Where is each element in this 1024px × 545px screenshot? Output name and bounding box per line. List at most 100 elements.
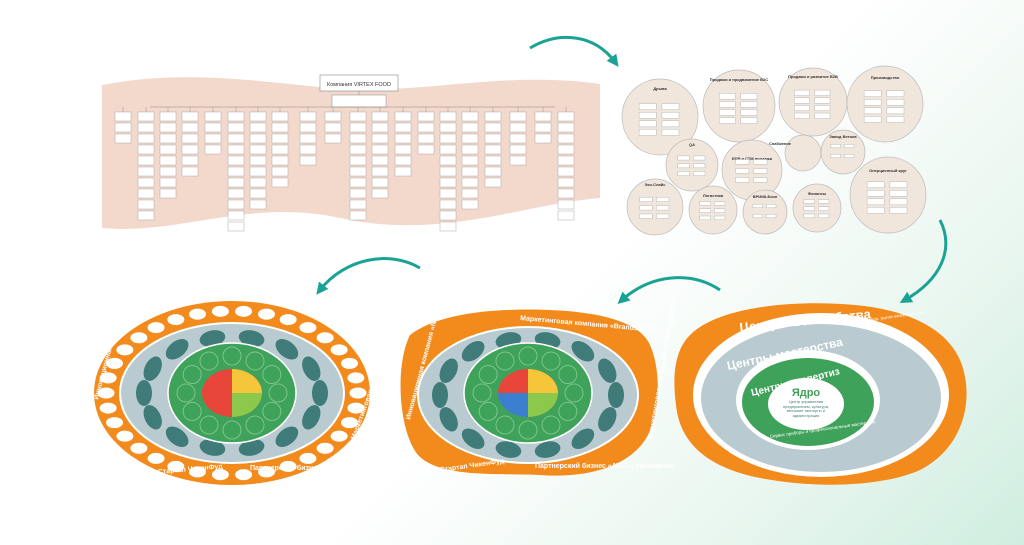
org-box [439,199,457,210]
bubble-box [863,99,882,106]
bubble-box [719,109,736,116]
bubble-box [889,207,908,214]
slate-pill [238,330,265,347]
green-circle [176,383,196,403]
org-box [137,177,155,188]
bubble-box [735,159,750,165]
org-box [439,177,457,188]
slate-pill [165,338,189,360]
green-circles [472,346,584,440]
bubble-box [889,190,908,197]
org-box [461,133,479,144]
bubble-box [638,129,657,136]
org-box [439,166,457,177]
org-box [349,188,367,199]
bubble-box [886,90,905,97]
bubble-box [866,181,885,188]
bubble-box [843,153,855,158]
slate-pill [136,380,152,406]
bubble-box [752,204,764,209]
outer-blob [146,451,166,465]
org-box [137,188,155,199]
green-circle [199,351,219,371]
org-box [484,133,502,144]
green-circle [182,365,202,384]
org-box [371,144,389,155]
green-circle [478,402,498,421]
org-box [204,133,222,144]
org-box [249,133,267,144]
arrow-icon [316,257,421,295]
outer-blob [278,459,298,473]
core-description: Центр управления предприятием, культура,… [782,400,830,418]
org-box [137,144,155,155]
circle-diagram-left: Маркетинговая компания «Brand» B2C Иннов… [93,283,436,485]
slate-pill [199,330,226,347]
outer-blob [256,465,276,479]
bubble-box [794,89,810,96]
org-box [557,111,575,122]
bubble-box [677,163,690,169]
org-chart: Компания VIRTEX FOOD [102,74,600,232]
org-box [461,111,479,122]
org-box [227,122,245,133]
org-box [181,133,199,144]
org-box [227,199,245,210]
org-box [249,111,267,122]
green-circle [182,402,202,421]
org-box [204,144,222,155]
bubble-box [765,204,777,209]
outer-blob [98,401,118,415]
org-box [227,144,245,155]
org-box [371,188,389,199]
org-box [159,122,177,133]
outer-blob [329,343,349,357]
org-box [509,111,527,122]
bubble-box [719,93,736,100]
slate-pill [598,358,617,383]
slate-pill [461,340,485,362]
org-box [114,133,132,144]
org-box [394,133,412,144]
org-box [249,155,267,166]
bubble-box [765,213,777,218]
slate-pill [439,358,458,383]
org-box [114,122,132,133]
bubble-box [693,171,706,176]
bubble-box [818,206,830,211]
org-box [349,111,367,122]
bubble-box [814,97,831,104]
org-box [439,221,457,232]
slate-pill [143,405,162,430]
bubble-label: Продажи и продвижение B2C [710,77,768,82]
org-box [439,111,457,122]
outer-blob [256,307,276,321]
bubble-box [794,105,810,112]
org-box [349,199,367,210]
bubble-box [699,215,711,221]
bubble-box [753,177,768,183]
arrow-icon [617,276,721,304]
outer-blob [346,401,366,415]
outer-blob [96,386,116,400]
outer-blob [105,356,125,370]
green-circle [268,383,288,403]
org-box [417,111,435,122]
bubble-box [818,213,830,219]
outer-blob [315,331,335,345]
org-box [509,144,527,155]
bubble-box [639,196,653,202]
org-box [159,133,177,144]
bubble-box [693,163,706,169]
org-box [439,122,457,133]
green-circle [262,365,282,384]
org-box [534,111,552,122]
org-box [137,210,155,221]
org-box [137,166,155,177]
slate-pill [302,356,321,381]
org-box [137,199,155,210]
org-box [137,111,155,122]
bubble-box [719,117,736,124]
bubble-group [621,78,699,156]
bubble-group [721,139,783,201]
